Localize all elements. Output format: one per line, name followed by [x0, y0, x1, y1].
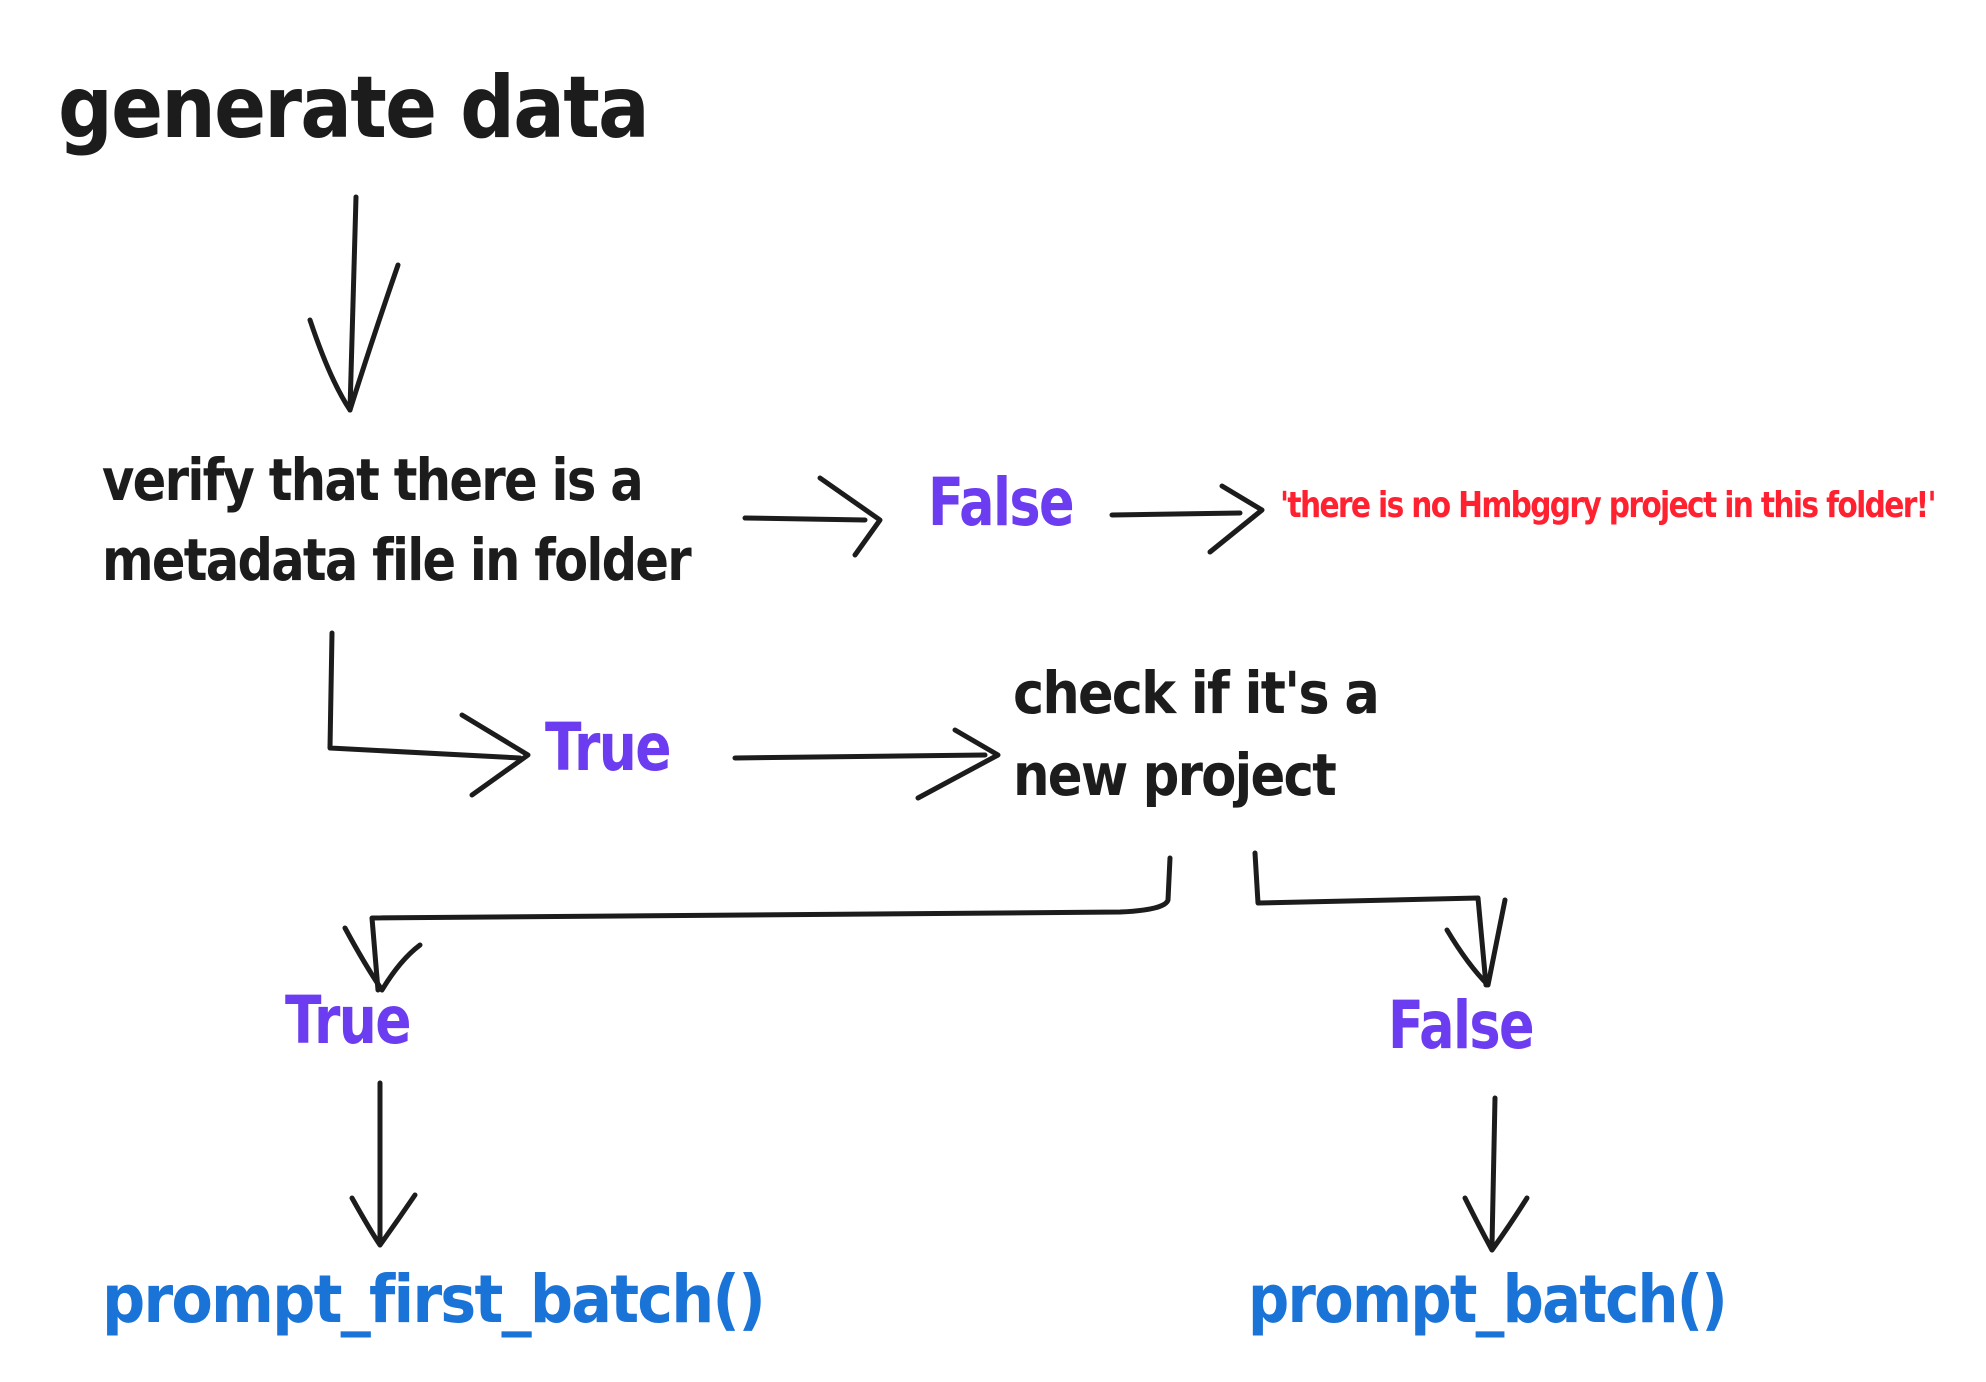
verify-node-label-line1: verify that there is a — [102, 446, 642, 514]
prompt-batch-label: prompt_batch() — [1248, 1261, 1726, 1338]
start-node-label: generate data — [58, 58, 648, 158]
arrow-check-to-true — [342, 855, 1173, 993]
check-false-label: False — [1388, 987, 1533, 1064]
arrow-verify-to-true — [327, 630, 531, 798]
arrow-check-to-false — [1252, 850, 1508, 988]
prompt-first-batch-label: prompt_first_batch() — [102, 1261, 764, 1338]
error-message-label: 'there is no Hmbggry project in this fol… — [1280, 485, 1935, 526]
verify-false-label: False — [928, 464, 1073, 541]
check-node-label-line1: check if it's a — [1013, 659, 1378, 727]
check-true-label: True — [285, 982, 410, 1059]
arrow-false-to-error — [1109, 483, 1265, 555]
check-node-label-line2: new project — [1013, 741, 1336, 809]
verify-node-label-line2: metadata file in folder — [102, 526, 692, 594]
arrow-start-to-verify — [307, 194, 401, 413]
flowchart-edges — [307, 194, 1530, 1253]
arrow-false-to-batch — [1462, 1095, 1530, 1253]
verify-true-label: True — [545, 709, 670, 786]
arrow-true-to-first-batch — [349, 1080, 418, 1248]
arrow-verify-to-false — [742, 475, 883, 558]
flowchart-nodes: generate data verify that there is a met… — [58, 58, 1937, 1338]
arrow-true-to-check — [732, 727, 1001, 801]
